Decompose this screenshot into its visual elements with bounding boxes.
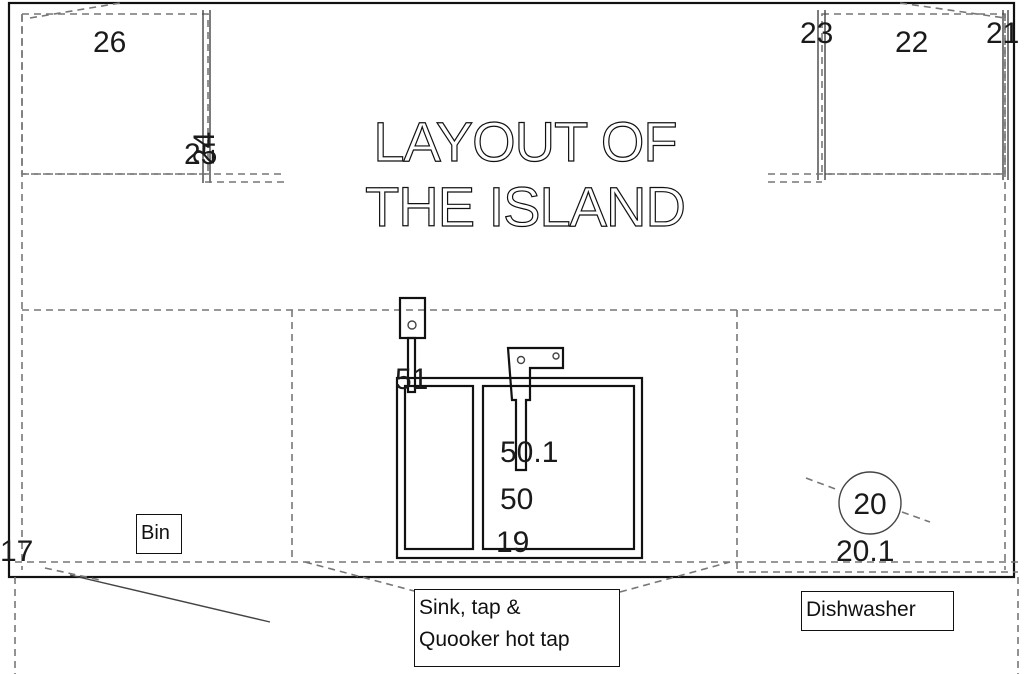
ref-51: 51: [395, 363, 428, 396]
ref-17: 17: [0, 535, 33, 568]
dishwasher-label: Dishwasher: [801, 591, 954, 631]
sink-label-line-2: Quooker hot tap: [419, 627, 570, 651]
sink-bowl-large: [481, 384, 636, 551]
title-line-2: THE ISLAND: [365, 175, 685, 238]
corner-diagonal-right: [899, 2, 1006, 19]
top-left-cabinet: [21, 13, 209, 175]
main-tap-outlet: [516, 355, 526, 365]
corner-diagonal-left: [29, 2, 121, 19]
ref-20: 20: [853, 488, 886, 521]
sink-pointer-left: [304, 561, 419, 593]
point-20-axis-b: [901, 511, 931, 523]
ref-22: 22: [895, 26, 928, 59]
ref-23: 23: [800, 17, 833, 50]
quooker-tap-knob: [407, 320, 417, 330]
ref-26: 26: [93, 26, 126, 59]
title-line-1: LAYOUT OF: [373, 110, 676, 173]
point-20-circle: [838, 471, 902, 535]
ref-50-1: 50.1: [500, 436, 558, 469]
sink-outer: [395, 376, 644, 560]
floor-swing-line: [69, 574, 271, 623]
sink-label-line-1: Sink, tap &: [419, 596, 521, 619]
sink-tap-label: Sink, tap & Quooker hot tap: [414, 589, 620, 667]
ref-19: 19: [496, 526, 529, 559]
main-tap: [506, 346, 565, 472]
quooker-tap-spout: [406, 336, 417, 394]
floor-dash-left: [44, 567, 101, 581]
dishwasher-label-text: Dishwasher: [806, 598, 916, 621]
island-outline: [7, 1, 1016, 579]
main-tap-knob: [552, 352, 560, 360]
ref-25: 25: [184, 138, 217, 171]
sink-bowl-small: [403, 384, 475, 551]
ref-24: 24: [188, 132, 221, 165]
quooker-tap-head: [398, 296, 427, 340]
bin-label: Bin: [136, 514, 182, 554]
point-20-axis-a: [805, 477, 839, 491]
bin-label-text: Bin: [141, 522, 170, 544]
ref-50: 50: [500, 483, 533, 516]
ref-21: 21: [986, 17, 1019, 50]
ref-20-1: 20.1: [836, 535, 894, 568]
